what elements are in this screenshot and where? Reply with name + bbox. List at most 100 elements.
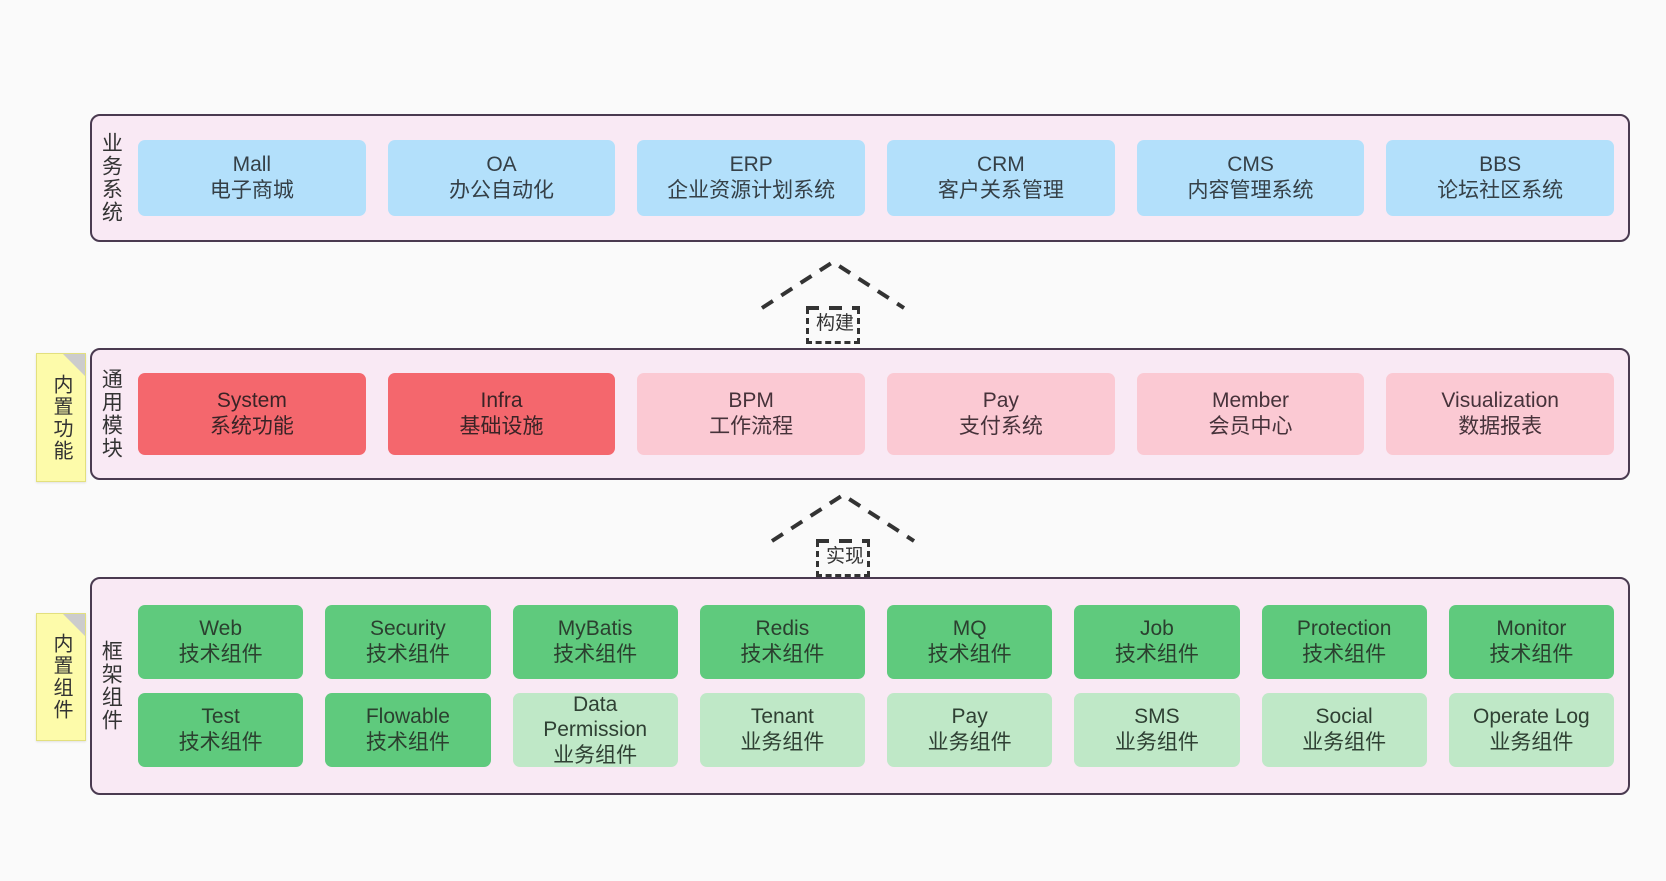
node-redis[interactable]: Redis 技术组件: [699, 605, 865, 679]
node-protection[interactable]: Protection 技术组件: [1261, 605, 1427, 679]
node-flowable[interactable]: Flowable 技术组件: [325, 693, 491, 767]
arrow-build: 构建: [758, 256, 908, 344]
node-label-cn: 业务组件: [927, 731, 1012, 754]
node-label-en: System: [216, 389, 287, 413]
arrow-stem: [806, 308, 860, 344]
node-data-permission[interactable]: Data Permission 业务组件: [512, 692, 678, 767]
node-label-cn: 技术组件: [178, 731, 263, 754]
layer-body-framework-component: Web 技术组件 Security 技术组件 MyBatis 技术组件 Redi…: [128, 579, 1628, 793]
node-sms[interactable]: SMS 业务组件: [1074, 693, 1240, 767]
arrow-label-realize: 实现: [826, 546, 865, 567]
node-erp[interactable]: ERP 企业资源计划系统: [637, 140, 866, 216]
node-label-en: MyBatis: [557, 617, 633, 641]
node-mall[interactable]: Mall 电子商城: [138, 140, 366, 216]
node-pay-component[interactable]: Pay 业务组件: [887, 693, 1053, 767]
node-label-cn: 办公自动化: [449, 179, 554, 202]
node-member[interactable]: Member 会员中心: [1136, 373, 1365, 455]
node-label-en: Operate Log: [1472, 705, 1590, 729]
node-label-en: Web: [199, 617, 243, 641]
node-label-en: Visualization: [1441, 389, 1559, 413]
node-job[interactable]: Job 技术组件: [1074, 605, 1240, 679]
node-bbs[interactable]: BBS 论坛社区系统: [1386, 140, 1615, 216]
node-infra[interactable]: Infra 基础设施: [387, 373, 616, 455]
node-label-en: Data Permission: [543, 692, 648, 742]
node-label-cn: 数据报表: [1458, 415, 1543, 438]
node-label-cn: 技术组件: [1489, 643, 1574, 666]
node-label-cn: 技术组件: [553, 643, 638, 666]
node-label-en: Pay: [982, 389, 1019, 413]
node-operate-log[interactable]: Operate Log 业务组件: [1448, 693, 1614, 767]
node-label-en: MQ: [952, 617, 987, 641]
node-label-cn: 支付系统: [958, 415, 1043, 438]
node-label-cn: 技术组件: [1114, 643, 1199, 666]
node-label-cn: 论坛社区系统: [1437, 179, 1564, 202]
node-pay-module[interactable]: Pay 支付系统: [887, 373, 1115, 455]
node-label-en: Mall: [232, 153, 272, 177]
node-label-en: Pay: [951, 705, 988, 729]
node-label-en: Protection: [1296, 617, 1392, 641]
node-label-cn: 基础设施: [459, 415, 544, 438]
note-label: 内置功能: [50, 373, 72, 462]
node-row: Mall 电子商城 OA 办公自动化 ERP 企业资源计划系统 CRM 客户关系…: [138, 140, 1615, 216]
node-label-en: BBS: [1479, 153, 1522, 177]
node-oa[interactable]: OA 办公自动化: [387, 140, 616, 216]
node-label-cn: 企业资源计划系统: [667, 179, 836, 202]
node-label-cn: 系统功能: [209, 415, 294, 438]
node-tenant[interactable]: Tenant 业务组件: [699, 693, 865, 767]
layer-title-business-system: 业务系统: [99, 132, 123, 224]
node-label-en: BPM: [728, 389, 774, 413]
node-mybatis[interactable]: MyBatis 技术组件: [512, 605, 678, 679]
generalization-arrowhead-icon: [770, 492, 916, 543]
node-visualization[interactable]: Visualization 数据报表: [1386, 373, 1615, 455]
node-label-en: Tenant: [750, 705, 814, 729]
node-row: System 系统功能 Infra 基础设施 BPM 工作流程 Pay 支付系统…: [138, 373, 1615, 455]
node-label-cn: 技术组件: [365, 731, 450, 754]
note-fold-corner-icon: [63, 614, 85, 636]
node-label-cn: 技术组件: [927, 643, 1012, 666]
node-test[interactable]: Test 技术组件: [138, 693, 304, 767]
arrow-stem: [816, 541, 870, 577]
node-label-cn: 业务组件: [1489, 731, 1574, 754]
node-monitor[interactable]: Monitor 技术组件: [1448, 605, 1614, 679]
node-label-en: CRM: [976, 153, 1025, 177]
node-label-en: Monitor: [1496, 617, 1567, 641]
node-label-cn: 技术组件: [178, 643, 263, 666]
node-social[interactable]: Social 业务组件: [1261, 693, 1427, 767]
layer-business-system: 业务系统 Mall 电子商城 OA 办公自动化 ERP 企业资源计划系统 CRM…: [90, 114, 1630, 242]
node-label-en: ERP: [729, 153, 773, 177]
node-label-cn: 技术组件: [365, 643, 450, 666]
node-label-en: SMS: [1134, 705, 1180, 729]
node-label-en: Test: [201, 705, 240, 729]
layer-title-common-module: 通用模块: [99, 368, 123, 460]
node-crm[interactable]: CRM 客户关系管理: [887, 140, 1115, 216]
node-bpm[interactable]: BPM 工作流程: [637, 373, 866, 455]
note-fold-corner-icon: [63, 354, 85, 376]
node-cms[interactable]: CMS 内容管理系统: [1136, 140, 1365, 216]
node-label-en: Redis: [755, 617, 810, 641]
arrow-realize: 实现: [768, 489, 918, 577]
node-label-cn: 电子商城: [209, 179, 294, 202]
note-label: 内置组件: [50, 633, 72, 721]
layer-body-common-module: System 系统功能 Infra 基础设施 BPM 工作流程 Pay 支付系统…: [128, 350, 1628, 478]
layer-body-business-system: Mall 电子商城 OA 办公自动化 ERP 企业资源计划系统 CRM 客户关系…: [128, 116, 1628, 240]
layer-framework-component: 框架组件 Web 技术组件 Security 技术组件 MyBatis 技术组件…: [90, 577, 1630, 795]
node-label-cn: 技术组件: [1302, 643, 1387, 666]
node-system[interactable]: System 系统功能: [138, 373, 366, 455]
node-label-en: Job: [1139, 617, 1174, 641]
node-label-en: OA: [486, 153, 517, 177]
node-label-en: Infra: [480, 389, 523, 413]
layer-title-framework-component: 框架组件: [99, 640, 123, 732]
node-label-en: Social: [1315, 705, 1373, 729]
node-mq[interactable]: MQ 技术组件: [887, 605, 1053, 679]
node-label-cn: 客户关系管理: [937, 179, 1064, 202]
note-builtin-function: 内置功能: [36, 353, 86, 482]
layer-common-module: 通用模块 System 系统功能 Infra 基础设施 BPM 工作流程 Pay…: [90, 348, 1630, 480]
node-security[interactable]: Security 技术组件: [325, 605, 491, 679]
node-web[interactable]: Web 技术组件: [138, 605, 304, 679]
node-label-cn: 业务组件: [553, 743, 638, 767]
node-label-en: CMS: [1227, 153, 1274, 177]
generalization-arrowhead-icon: [760, 259, 906, 310]
node-label-cn: 业务组件: [1302, 731, 1387, 754]
node-label-cn: 业务组件: [1114, 731, 1199, 754]
